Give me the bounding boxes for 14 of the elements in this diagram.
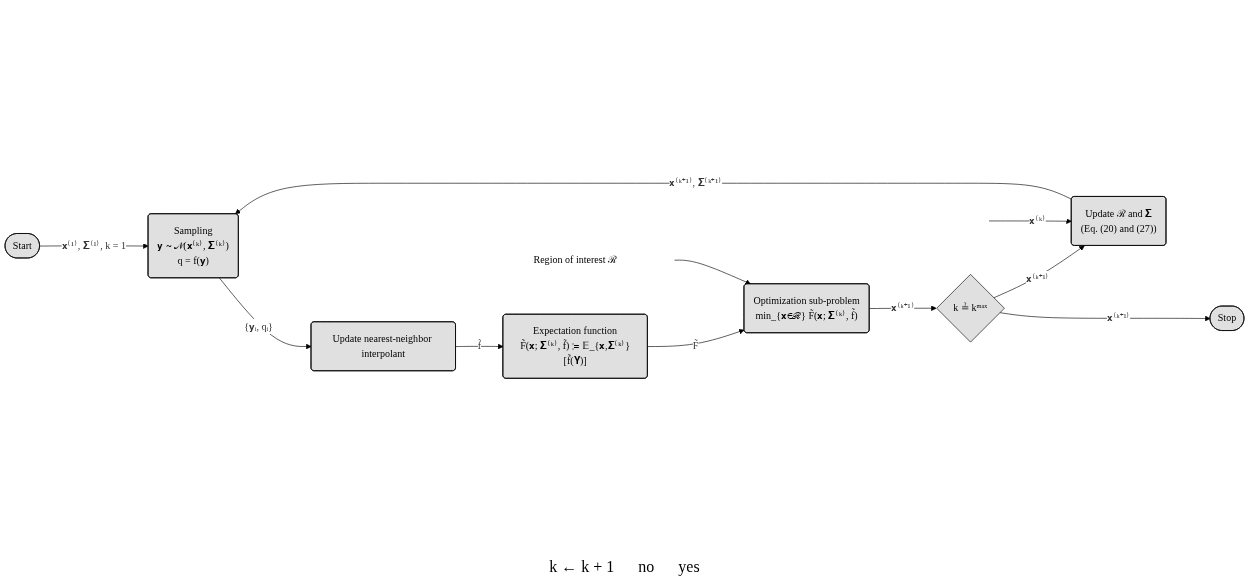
- node-text: Region of interest ℛ: [533, 254, 617, 265]
- edge-label: f̃: [477, 340, 482, 352]
- edge-label: 𝐱⁽ᵏ⁾: [1029, 215, 1046, 226]
- edge-label: 𝐱⁽ᵏ⁺¹⁾: [1107, 312, 1131, 324]
- note-label: yes: [678, 558, 700, 576]
- edge-label: F̃: [692, 340, 699, 352]
- edge-label: {𝐲ᵢ, qᵢ}: [244, 320, 273, 332]
- edge-label: 𝐱⁽ᵏ⁺¹⁾, 𝚺⁽ᵏ⁺¹⁾: [669, 177, 722, 189]
- edge-label: 𝐱⁽¹⁾, 𝚺⁽¹⁾, k = 1: [61, 240, 127, 251]
- edge-label: 𝐱⁽ᵏ⁺¹⁾: [891, 302, 915, 314]
- edge-label: 𝐱⁽ᵏ⁺¹⁾: [1026, 272, 1050, 284]
- note-label: k ← k + 1: [549, 558, 615, 576]
- node-diamond: k ≟ kᵐᵃˣ: [936, 274, 1005, 343]
- note-label: no: [638, 558, 655, 576]
